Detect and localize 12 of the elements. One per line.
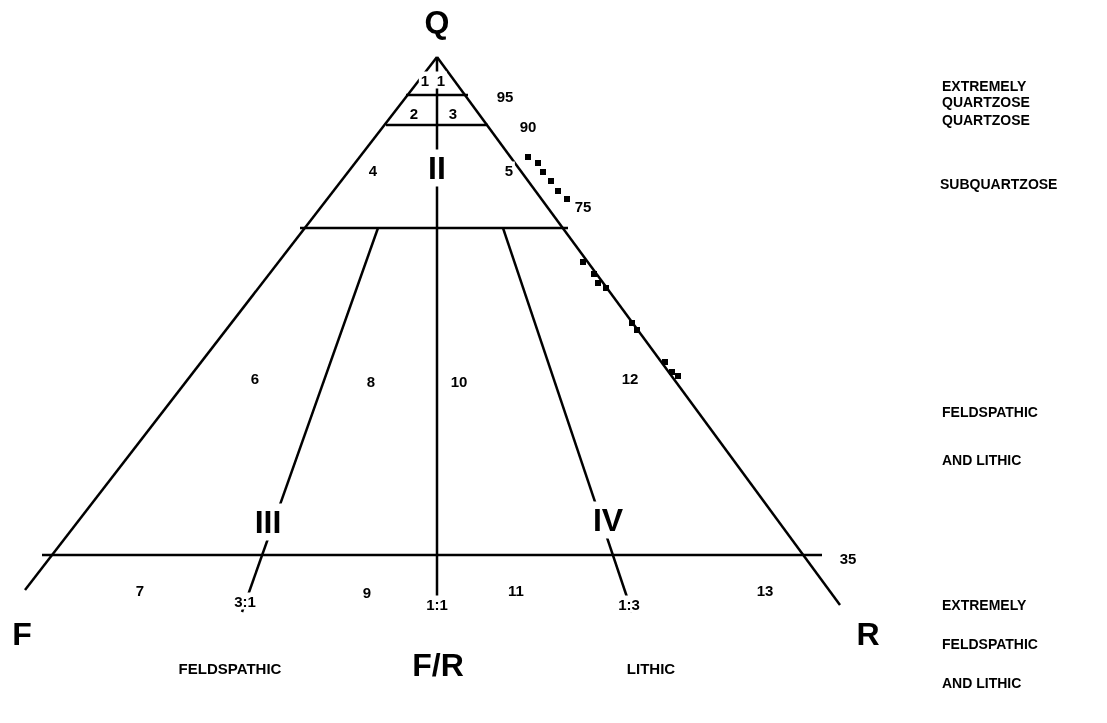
ratio-label: 3:1 [232, 592, 258, 610]
category-label: SUBQUARTZOSE [940, 176, 1059, 192]
category-label: EXTREMELY QUARTZOSE [942, 78, 1031, 110]
category-label: EXTREMELY FELDSPATHIC AND LITHIC [942, 596, 1039, 693]
field-number: 1 [418, 71, 432, 89]
field-number: 1 [434, 71, 448, 89]
field-number: 5 [502, 161, 516, 179]
roman-numeral: IV [590, 501, 626, 539]
ratio-label: 1:3 [616, 595, 642, 613]
category-label: FELDSPATHIC AND LITHIC [942, 403, 1039, 470]
ratio-label: 1:1 [424, 595, 450, 613]
category-label: QUARTZOSE [942, 112, 1031, 128]
